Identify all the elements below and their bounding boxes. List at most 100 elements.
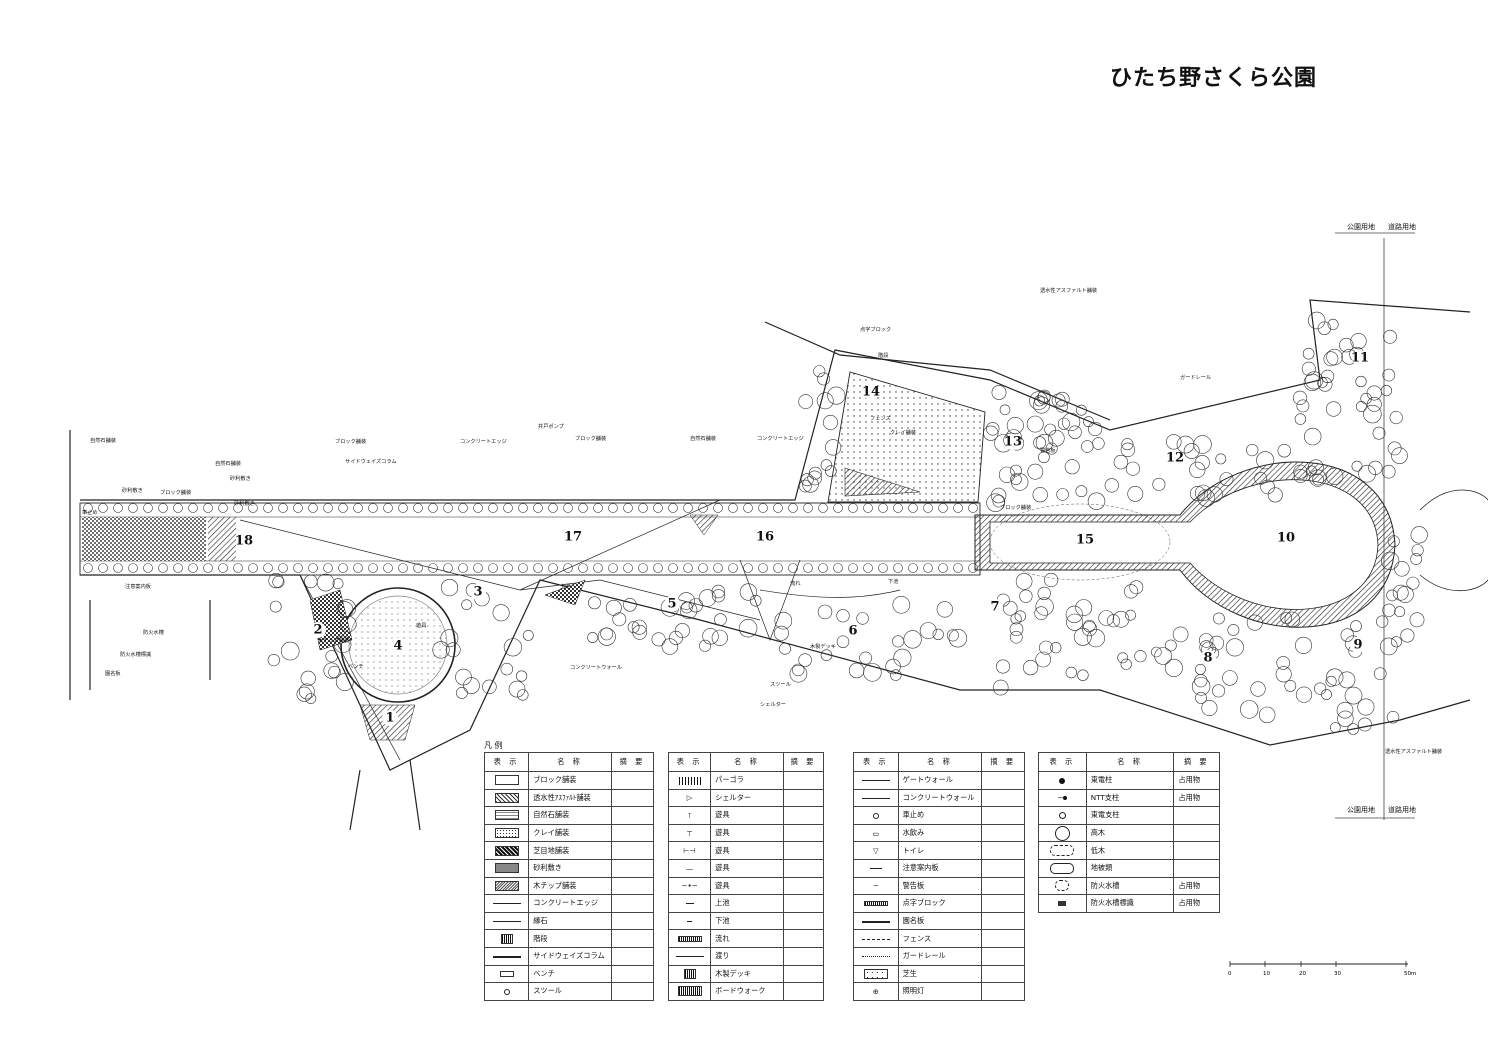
tree-symbol [1325,401,1342,417]
tree-symbol [268,572,284,589]
tree-symbol [890,669,902,681]
tree-symbol [1246,614,1263,631]
tree-symbol [1083,416,1094,428]
tree-symbol [1376,615,1389,628]
tree-symbol [1154,647,1172,665]
zone-marker [987,599,1003,615]
tree-symbol [263,563,273,573]
tree-symbol [1355,400,1367,412]
tree-symbol [293,563,303,573]
legend-note [981,841,1025,860]
tree-symbol [1317,321,1332,335]
tree-symbol [1164,639,1177,652]
plan-label: コンクリートエッジ [757,435,804,442]
tree-symbol [789,664,808,683]
tree-symbol [517,689,529,701]
tree-symbol [848,503,858,513]
tree-symbol [1305,371,1324,390]
tree-symbol [1326,467,1344,486]
legend-header-symbol: 表 示 [483,752,530,772]
tree-symbol [1198,633,1214,648]
legend-row: 自然石舗装 [483,806,655,825]
tree-symbol [522,630,534,641]
legend-symbol [853,911,899,931]
tree-symbol [1308,459,1324,476]
tree-symbol [1010,613,1022,625]
legend-name: 車止め [897,806,983,825]
tree-symbol [818,503,828,513]
legend-row: 階段 [483,929,655,948]
tree-symbol [1120,442,1136,457]
legend-symbol [853,929,899,948]
legend-name: ベンチ [528,964,612,984]
legend-note [610,982,655,1001]
legend-name: NTT支柱 [1085,788,1175,808]
tree-symbol [859,651,872,665]
tree-symbol [631,619,647,635]
tree-symbol [779,642,791,655]
tree-symbol [1194,674,1208,688]
zone-number: 13 [1004,435,1022,450]
tree-symbol [1387,441,1402,456]
plan-label: 上池 [560,582,570,590]
legend-symbol [853,806,899,825]
zone-number: 10 [1277,531,1295,546]
tree-symbol [593,503,603,513]
tree-symbol [1061,412,1081,432]
legend-name: 東電支柱 [1085,806,1175,825]
legend-symbol [1038,806,1087,825]
legend-name: ブロック舗装 [528,771,612,790]
tree-symbol [1254,471,1267,485]
zone-marker [664,596,680,612]
legend-table-4: 表 示名 称摘 要 東電柱占用物−NTT支柱占用物東電支柱高木低木地被類防火水槽… [1038,752,1220,913]
legend-row: −NTT支柱占用物 [1038,788,1220,808]
tree-symbol [788,503,798,513]
tree-symbol [668,563,678,573]
legend-symbol [667,771,712,790]
legend-row: ブロック舗装 [483,771,655,790]
zone-number: 2 [313,623,322,638]
tree-symbol [807,470,823,486]
zone-marker [390,638,406,654]
tree-symbol [1033,396,1051,414]
tree-symbol [1002,600,1018,616]
tree-symbol [1045,442,1058,455]
tree-symbol [991,385,1007,400]
tree-symbol [836,635,850,648]
tree-symbol [233,563,243,573]
tree-symbol [398,503,408,513]
tree-symbol [893,503,903,513]
tree-symbol [113,503,123,513]
legend-row: 低木 [1038,841,1220,860]
legend-row: ⊕照明灯 [853,982,1025,1001]
tree-symbol [688,598,703,613]
zone-number: 9 [1353,638,1362,653]
tree-symbol [813,365,826,378]
tree-symbol [269,600,282,613]
zone-marker [470,584,486,600]
tree-symbol [173,563,183,573]
tree-symbol [1077,669,1089,681]
tree-symbol [1183,443,1200,459]
legend-symbol [853,788,899,808]
legend-name: 木チップ舗装 [528,876,612,896]
legend-name: クレイ舗装 [528,823,612,843]
tree-symbol [680,601,693,614]
tree-symbol [802,476,819,493]
plan-label: 警告板 [1040,446,1056,454]
tree-symbol [953,503,963,513]
legend-note [981,771,1025,790]
tree-symbol [1120,658,1132,670]
tree-symbol [398,563,408,573]
tree-symbol [248,563,258,573]
tree-symbol [1189,486,1206,502]
tree-symbol [1201,699,1218,716]
tree-symbol [563,563,573,573]
legend-name: 地被類 [1085,858,1175,878]
tree-symbol [578,503,588,513]
tree-symbol [98,503,108,513]
tree-symbol [305,693,317,704]
tree-symbol [1355,375,1367,388]
tree-symbol [698,503,708,513]
